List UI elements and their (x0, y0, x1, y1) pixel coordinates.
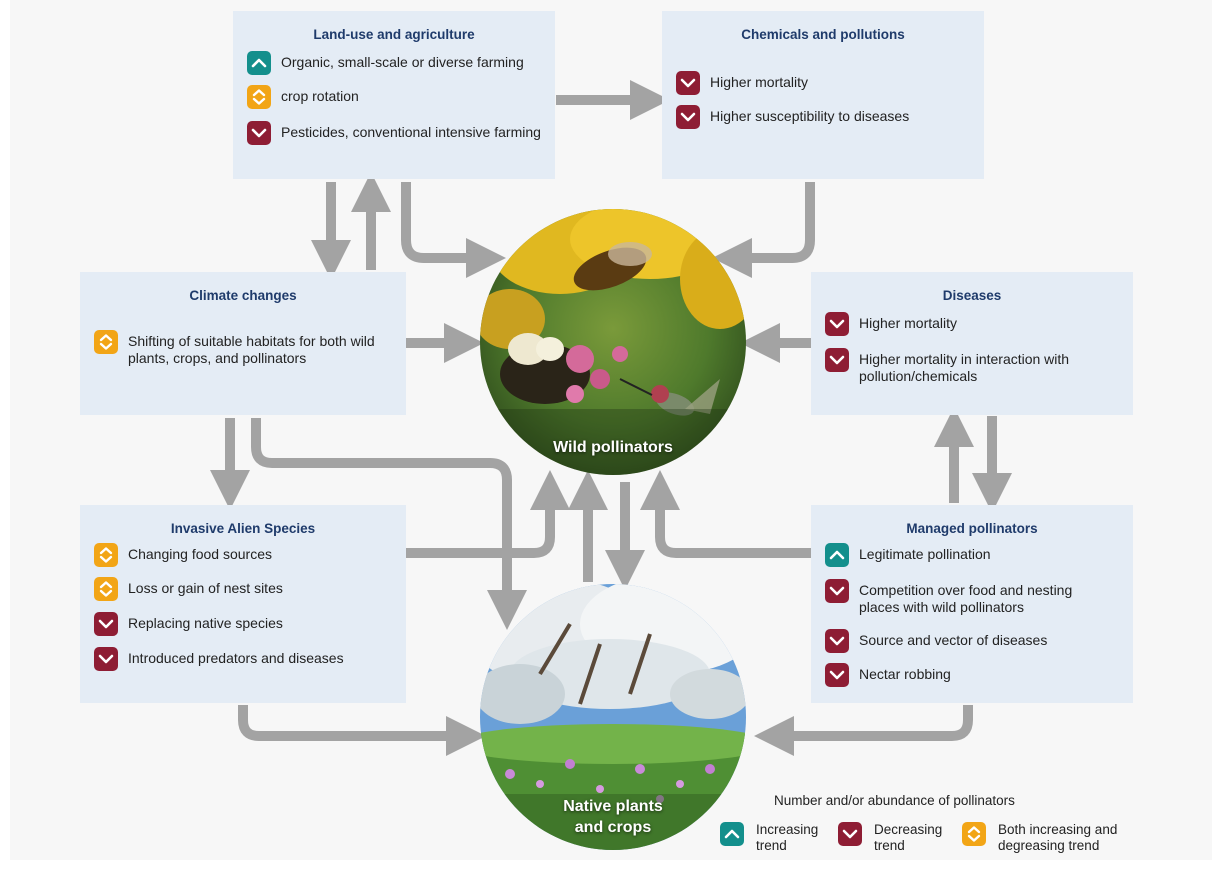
invasive-species-box: Invasive Alien Species Changing food sou… (80, 505, 406, 703)
arrow-landuse-to-wild (401, 182, 506, 278)
both-trend-icon (962, 822, 986, 846)
increasing-trend-icon (720, 822, 744, 846)
decreasing-trend-icon (825, 579, 849, 603)
climate-item: Shifting of suitable habitats for both w… (94, 330, 376, 367)
decreasing-trend-icon (676, 105, 700, 129)
increasing-trend-icon (825, 543, 849, 567)
wild-pollinators-label: Wild pollinators (553, 439, 673, 456)
legend-both: Both increasing and degreasing trend (962, 822, 1138, 854)
arrow-invasive-to-wild (406, 470, 570, 558)
both-trend-icon (94, 543, 118, 567)
chemicals-item: Higher susceptibility to diseases (676, 105, 976, 129)
invasive-item: Introduced predators and diseases (94, 647, 398, 671)
native-plants-circle: Native plants and crops (480, 584, 746, 850)
land-use-box: Land-use and agriculture Organic, small-… (233, 11, 555, 179)
decreasing-trend-icon (94, 612, 118, 636)
wild-pollinators-circle: Wild pollinators (480, 209, 746, 475)
arrow-chemicals-to-wild (712, 182, 815, 278)
invasive-item: Loss or gain of nest sites (94, 577, 398, 601)
managed-item: Source and vector of diseases (825, 629, 1125, 653)
decreasing-trend-icon (676, 71, 700, 95)
managed-pollinators-title: Managed pollinators (906, 521, 1038, 536)
arrow-invasive-to-native (238, 705, 486, 756)
diseases-title: Diseases (942, 288, 1002, 303)
legend-title: Number and/or abundance of pollinators (774, 793, 1015, 808)
both-trend-icon (94, 330, 118, 354)
arrow-managed-to-native (754, 705, 973, 756)
decreasing-trend-icon (825, 663, 849, 687)
managed-pollinators-box: Managed pollinators Legitimate pollinati… (811, 505, 1133, 703)
climate-box: Climate changes Shifting of suitable hab… (80, 272, 406, 415)
chemicals-item: Higher mortality (676, 71, 976, 95)
legend-increasing-label: Increasing trend (756, 822, 819, 853)
decreasing-trend-icon (825, 312, 849, 336)
wild-pollinators-image (480, 209, 746, 475)
land-use-item: Pesticides, conventional intensive farmi… (247, 121, 547, 145)
legend-decreasing: Decreasing trend (838, 822, 952, 854)
managed-item: Legitimate pollination (825, 543, 1125, 567)
diseases-item: Higher mortality (825, 312, 1125, 336)
decreasing-trend-icon (838, 822, 862, 846)
decreasing-trend-icon (247, 121, 271, 145)
chemicals-box: Chemicals and pollutions Higher mortalit… (662, 11, 984, 179)
invasive-species-title: Invasive Alien Species (170, 521, 316, 536)
managed-item: Nectar robbing (825, 663, 1125, 687)
decreasing-trend-icon (825, 348, 849, 372)
arrow-managed-to-wild (640, 470, 811, 558)
legend-decreasing-label: Decreasing trend (874, 822, 943, 853)
invasive-item: Changing food sources (94, 543, 398, 567)
invasive-item: Replacing native species (94, 612, 398, 636)
decreasing-trend-icon (825, 629, 849, 653)
decreasing-trend-icon (94, 647, 118, 671)
land-use-item: Organic, small-scale or diverse farming (247, 51, 547, 75)
land-use-item: crop rotation (247, 85, 547, 109)
both-trend-icon (247, 85, 271, 109)
diseases-item: Higher mortality in interaction with pol… (825, 348, 1073, 385)
chemicals-title: Chemicals and pollutions (741, 27, 905, 42)
legend-both-label: Both increasing and degreasing trend (998, 822, 1118, 853)
both-trend-icon (94, 577, 118, 601)
native-plants-label-line1: Native plants (563, 798, 663, 815)
diseases-box: Diseases Higher mortality Higher mortali… (811, 272, 1133, 415)
native-plants-label-line2: and crops (574, 819, 652, 836)
increasing-trend-icon (247, 51, 271, 75)
arrow-climate-to-native (251, 418, 527, 630)
legend-increasing: Increasing trend (720, 822, 826, 854)
land-use-title: Land-use and agriculture (313, 27, 475, 42)
climate-title: Climate changes (189, 288, 297, 303)
managed-item: Competition over food and nesting places… (825, 579, 1103, 616)
